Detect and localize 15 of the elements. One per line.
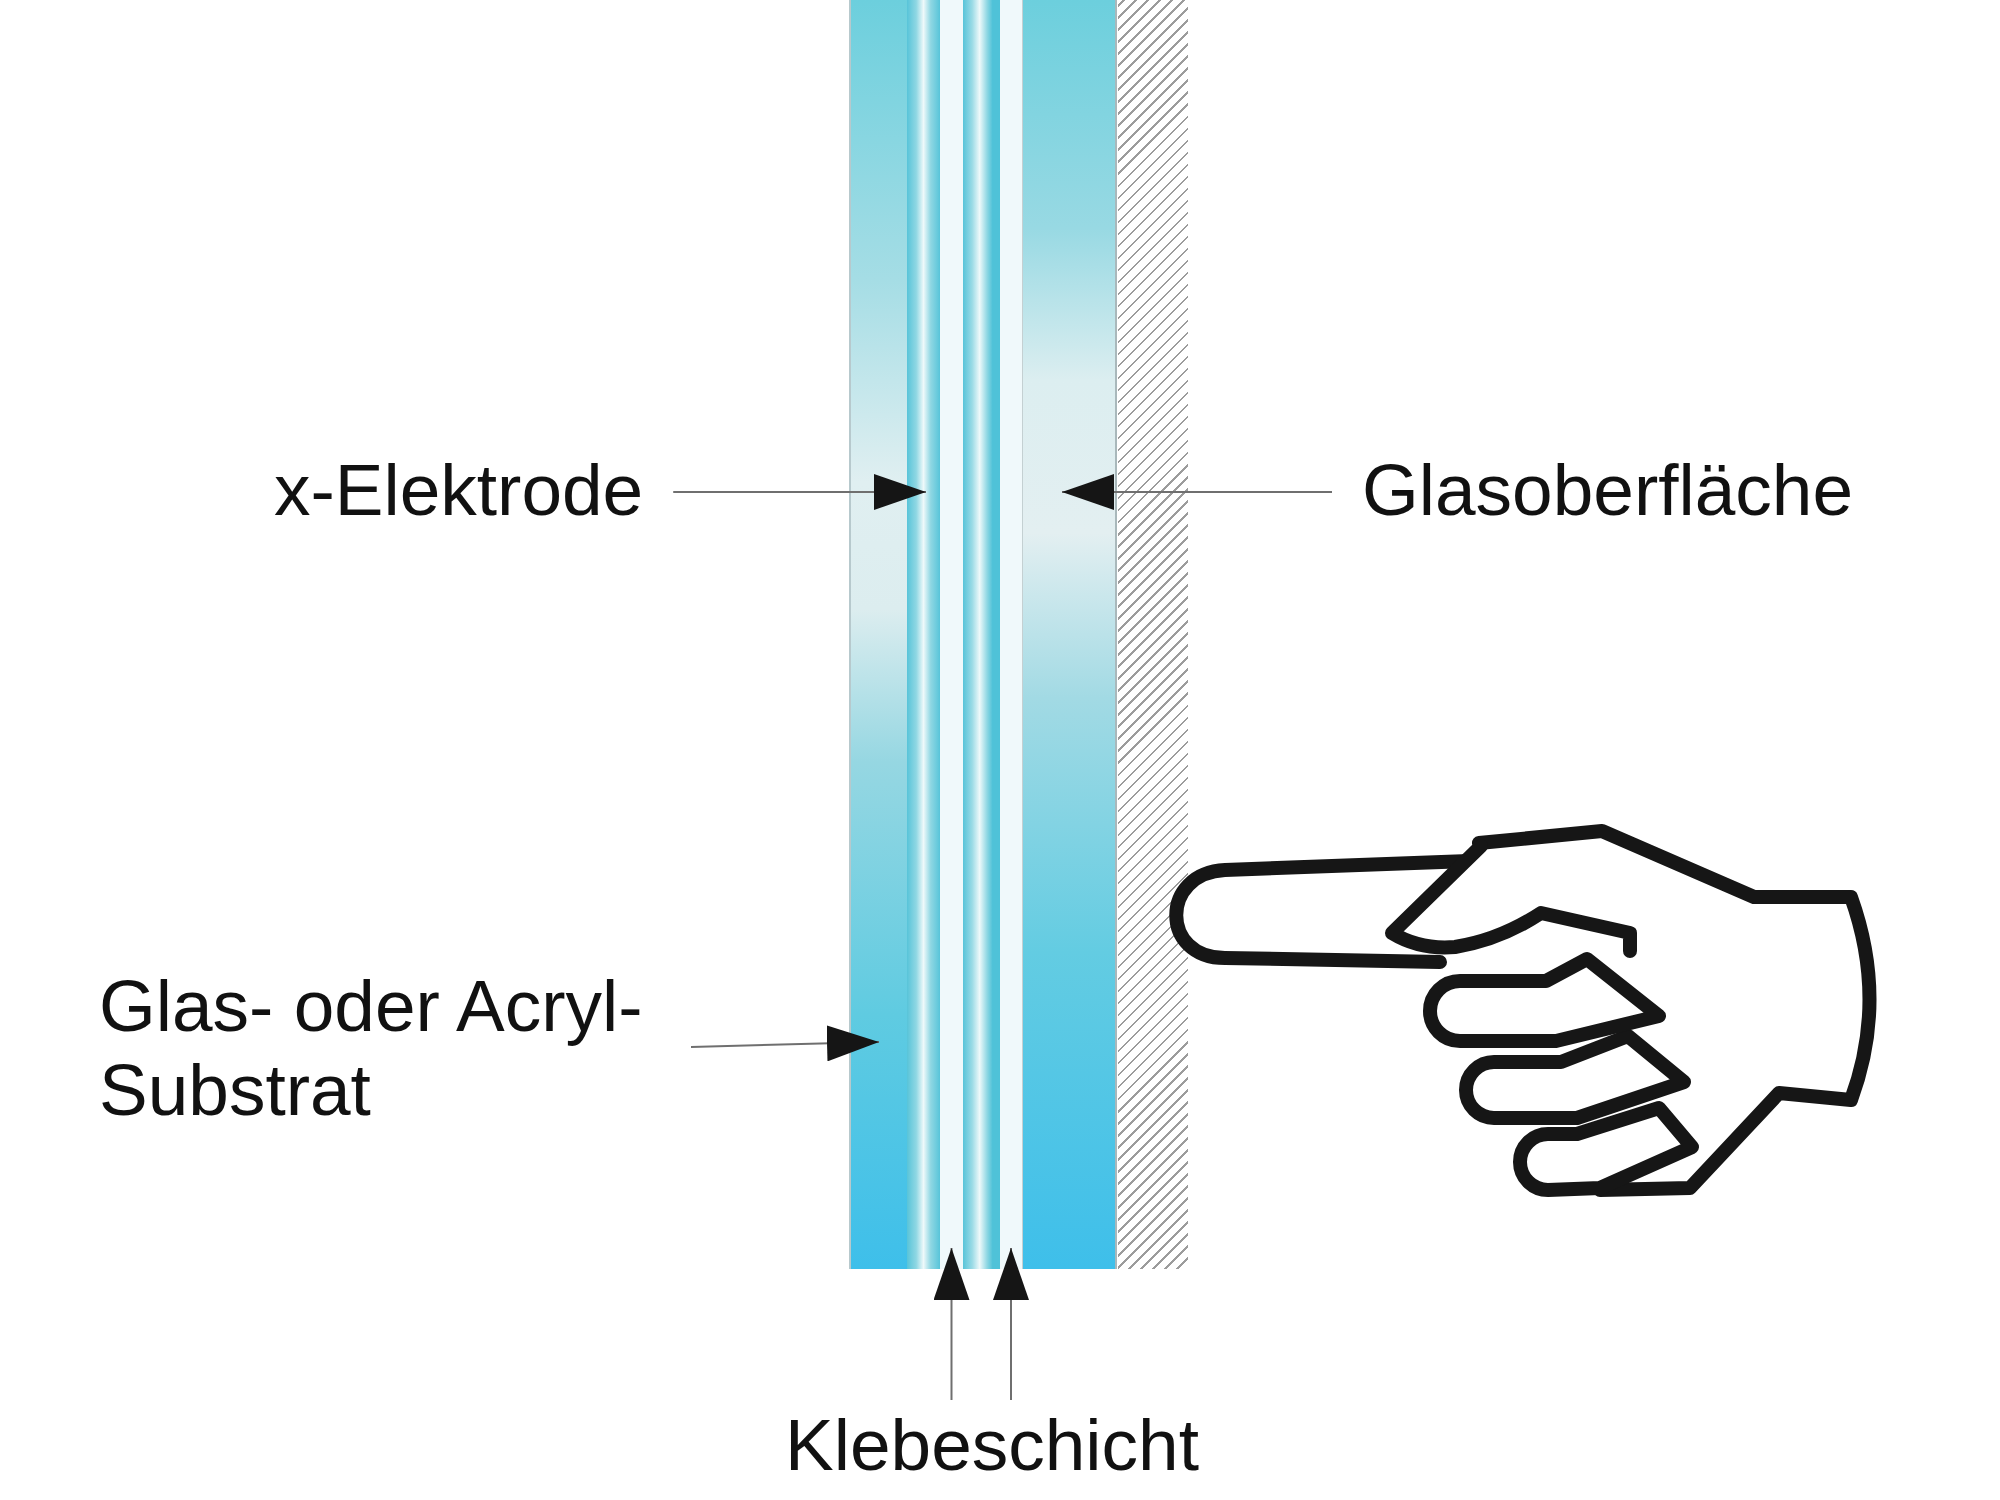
adhesive-layer bbox=[1000, 0, 1022, 1269]
adhesive-layer bbox=[940, 0, 963, 1269]
callout-label: x-Elektrode bbox=[274, 448, 644, 532]
electrode-layer bbox=[907, 0, 940, 1269]
leader-arrow bbox=[672, 474, 927, 510]
cover-glass-layer bbox=[1022, 0, 1117, 1269]
callout-label: Klebeschicht bbox=[785, 1403, 1199, 1487]
callout-label: Glasoberfläche bbox=[1362, 448, 1853, 532]
leader-arrow bbox=[933, 1247, 970, 1401]
film-layer bbox=[963, 0, 1000, 1269]
substrate-layer bbox=[849, 0, 907, 1269]
leader-arrow bbox=[993, 1247, 1029, 1401]
leader-arrow bbox=[1061, 474, 1333, 510]
leader-arrow bbox=[690, 1025, 880, 1062]
callout-label: Glas- oder Acryl-Substrat bbox=[99, 964, 669, 1132]
